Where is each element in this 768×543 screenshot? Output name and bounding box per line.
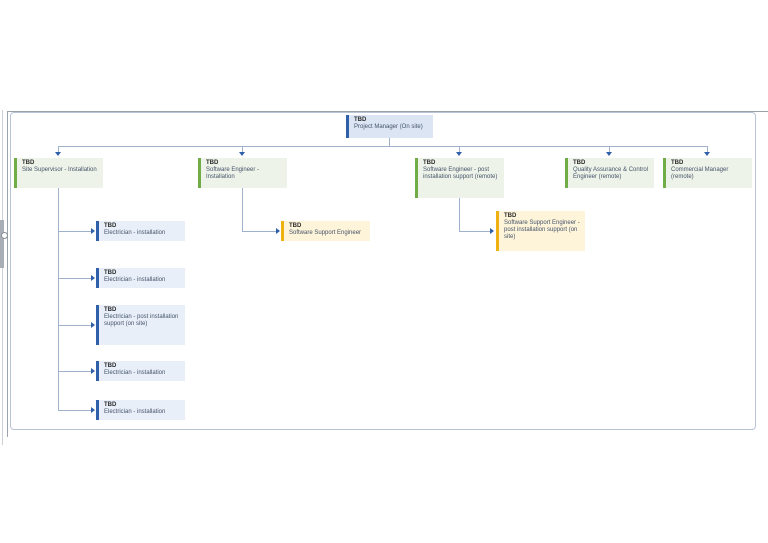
arrow-right-icon <box>91 407 95 413</box>
selection-handle[interactable] <box>1 232 8 239</box>
node-title: Software Engineer - Installation <box>206 167 260 180</box>
connector-drop <box>58 146 59 152</box>
node-title: Electrician - installation <box>104 409 166 415</box>
arrow-right-icon <box>91 275 95 281</box>
node-title: Quality Assurance & Control Engineer (re… <box>573 167 649 180</box>
arrow-down-icon <box>456 152 462 156</box>
node-title: Software Engineer - post installation su… <box>423 167 498 180</box>
node-title: Electrician - installation <box>104 370 166 376</box>
org-node-software-support-engineer-post[interactable]: TBD Software Support Engineer - post ins… <box>496 211 585 251</box>
node-label: TBD <box>671 160 684 166</box>
page-left-edge <box>7 111 8 437</box>
node-label: TBD <box>22 160 35 166</box>
node-title: Software Support Engineer <box>289 230 362 236</box>
arrow-right-icon <box>490 228 494 234</box>
node-label: TBD <box>206 160 219 166</box>
diagram-frame-border <box>10 112 756 430</box>
node-label: TBD <box>289 223 302 229</box>
node-title: Commercial Manager (remote) <box>671 167 729 180</box>
arrow-down-icon <box>704 152 710 156</box>
connector-drop <box>609 146 610 152</box>
node-label: TBD <box>354 117 367 123</box>
connector-sep-stem <box>459 198 460 231</box>
node-label: TBD <box>423 160 436 166</box>
org-node-software-engineer-installation[interactable]: TBD Software Engineer - Installation <box>198 158 287 188</box>
node-label: TBD <box>573 160 586 166</box>
page-top-edge <box>7 111 768 112</box>
arrow-down-icon <box>239 152 245 156</box>
org-node-software-engineer-post-install[interactable]: TBD Software Engineer - post installatio… <box>415 158 504 198</box>
connector-elbow <box>58 371 91 372</box>
node-title: Software Support Engineer - post install… <box>504 220 580 240</box>
arrow-right-icon <box>91 228 95 234</box>
page-edge-faint-line <box>2 110 3 445</box>
node-title: Site Supervisor - Installation <box>22 167 97 173</box>
org-node-software-support-engineer[interactable]: TBD Software Support Engineer <box>281 221 370 241</box>
org-node-commercial-manager[interactable]: TBD Commercial Manager (remote) <box>663 158 752 188</box>
connector-drop <box>707 146 708 152</box>
org-node-project-manager[interactable]: TBD Project Manager (On site) <box>346 115 433 138</box>
org-node-electrician-1[interactable]: TBD Electrician - installation <box>96 221 185 241</box>
connector-se-stem <box>242 188 243 231</box>
arrow-right-icon <box>91 322 95 328</box>
connector-elbow <box>58 231 91 232</box>
connector-elbow <box>459 231 490 232</box>
node-label: TBD <box>104 363 117 369</box>
node-label: TBD <box>104 402 117 408</box>
node-label: TBD <box>104 270 117 276</box>
org-node-electrician-3[interactable]: TBD Electrician - post installation supp… <box>96 305 185 345</box>
org-node-qa-control-engineer[interactable]: TBD Quality Assurance & Control Engineer… <box>565 158 654 188</box>
arrow-right-icon <box>91 368 95 374</box>
connector-elbow <box>58 410 91 411</box>
arrow-down-icon <box>606 152 612 156</box>
connector-elbow <box>58 325 91 326</box>
node-label: TBD <box>104 307 117 313</box>
node-title: Electrician - installation <box>104 277 166 283</box>
connector-root-stem <box>389 138 390 146</box>
left-scrollbar-strip[interactable] <box>0 220 4 268</box>
connector-elbow <box>58 278 91 279</box>
connector-elbow <box>242 231 276 232</box>
node-title: Project Manager (On site) <box>354 124 423 130</box>
arrow-down-icon <box>55 152 61 156</box>
connector-site-stem <box>58 188 59 410</box>
org-node-electrician-2[interactable]: TBD Electrician - installation <box>96 268 185 288</box>
node-title: Electrician - post installation support … <box>104 314 179 327</box>
node-label: TBD <box>104 223 117 229</box>
arrow-right-icon <box>276 228 280 234</box>
connector-drop <box>242 146 243 152</box>
node-title: Electrician - installation <box>104 230 166 236</box>
connector-bus <box>58 146 708 147</box>
org-node-electrician-5[interactable]: TBD Electrician - installation <box>96 400 185 420</box>
connector-drop <box>459 146 460 152</box>
org-node-electrician-4[interactable]: TBD Electrician - installation <box>96 361 185 381</box>
node-label: TBD <box>504 213 517 219</box>
org-node-site-supervisor[interactable]: TBD Site Supervisor - Installation <box>14 158 103 188</box>
